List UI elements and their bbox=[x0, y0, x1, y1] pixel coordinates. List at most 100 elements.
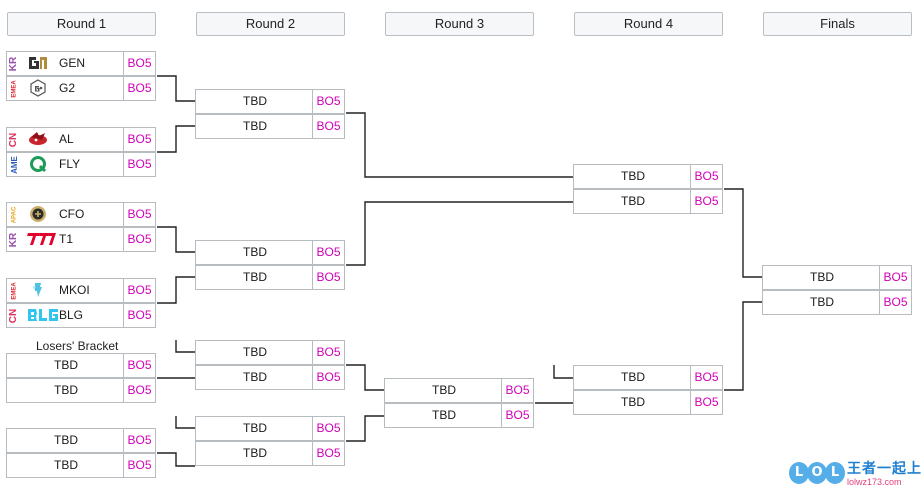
team-name: TBD bbox=[243, 370, 267, 384]
g2-logo-icon bbox=[27, 79, 49, 98]
team-name: BLG bbox=[59, 308, 84, 322]
series-format-badge: BO5 bbox=[123, 379, 155, 402]
series-format-badge: BO5 bbox=[123, 77, 155, 100]
round1-match1-slot2[interactable]: EMEA G2 BO5 bbox=[6, 76, 156, 101]
round1-match2-slot2[interactable]: AME FLY BO5 bbox=[6, 152, 156, 177]
round-header-finals: Finals bbox=[763, 12, 912, 36]
round1-match5-slot2[interactable]: TBD BO5 bbox=[6, 378, 156, 403]
connector-line-4 bbox=[157, 276, 195, 304]
series-format-badge: BO5 bbox=[501, 404, 533, 427]
series-format-badge: BO5 bbox=[123, 52, 155, 75]
connector-line-14 bbox=[553, 365, 573, 379]
team-name: FLY bbox=[59, 157, 81, 171]
team-name: TBD bbox=[243, 446, 267, 460]
series-format-badge: BO5 bbox=[690, 165, 722, 188]
team-name: TBD bbox=[810, 295, 834, 309]
round4-match2-slot2[interactable]: TBD BO5 bbox=[573, 390, 723, 415]
round1-match4-slot2[interactable]: CN BLG BO5 bbox=[6, 303, 156, 328]
watermark-letter-1: L bbox=[789, 462, 809, 484]
series-format-badge: BO5 bbox=[123, 153, 155, 176]
team-name: TBD bbox=[243, 421, 267, 435]
connector-line-16 bbox=[724, 301, 762, 391]
team-name: TBD bbox=[54, 458, 78, 472]
mkoi-logo-icon bbox=[27, 281, 49, 300]
series-format-badge: BO5 bbox=[312, 341, 344, 364]
series-format-badge: BO5 bbox=[123, 128, 155, 151]
watermark-letter-2: O bbox=[807, 462, 827, 484]
region-tag: CN bbox=[9, 304, 20, 327]
team-name: TBD bbox=[621, 169, 645, 183]
round1-match2-slot1[interactable]: CN AL BO5 bbox=[6, 127, 156, 152]
team-name: TBD bbox=[54, 383, 78, 397]
t1-logo-icon bbox=[27, 230, 56, 249]
round2-match3-slot2[interactable]: TBD BO5 bbox=[195, 365, 345, 390]
team-name: TBD bbox=[243, 94, 267, 108]
series-format-badge: BO5 bbox=[312, 266, 344, 289]
region-label: EMEA bbox=[11, 79, 18, 98]
series-format-badge: BO5 bbox=[123, 304, 155, 327]
connector-line-5 bbox=[175, 340, 195, 353]
team-name: TBD bbox=[621, 194, 645, 208]
team-name: TBD bbox=[54, 433, 78, 447]
series-format-badge: BO5 bbox=[312, 115, 344, 138]
connector-line-9 bbox=[346, 112, 573, 178]
round1-match3-slot1[interactable]: APAC CFO BO5 bbox=[6, 202, 156, 227]
region-label: AME bbox=[9, 155, 19, 174]
connector-line-11 bbox=[346, 364, 384, 391]
blg-logo-icon bbox=[27, 306, 58, 325]
al-logo-icon bbox=[27, 130, 49, 149]
team-name: CFO bbox=[59, 207, 85, 221]
round-header-1: Round 1 bbox=[7, 12, 156, 36]
round2-match4-slot2[interactable]: TBD BO5 bbox=[195, 441, 345, 466]
series-format-badge: BO5 bbox=[123, 429, 155, 452]
series-format-badge: BO5 bbox=[690, 391, 722, 414]
round4-match1-slot1[interactable]: TBD BO5 bbox=[573, 164, 723, 189]
region-tag: APAC bbox=[9, 203, 20, 226]
round1-match6-slot1[interactable]: TBD BO5 bbox=[6, 428, 156, 453]
team-name: G2 bbox=[59, 81, 76, 95]
series-format-badge: BO5 bbox=[879, 266, 911, 289]
team-name: AL bbox=[59, 132, 74, 146]
team-name: GEN bbox=[59, 56, 86, 70]
round5-match1-slot2[interactable]: TBD BO5 bbox=[762, 290, 912, 315]
round-header-3: Round 3 bbox=[385, 12, 534, 36]
round2-match1-slot1[interactable]: TBD BO5 bbox=[195, 89, 345, 114]
watermark-letter-3: L bbox=[825, 462, 845, 484]
series-format-badge: BO5 bbox=[312, 442, 344, 465]
series-format-badge: BO5 bbox=[312, 90, 344, 113]
series-format-badge: BO5 bbox=[690, 366, 722, 389]
watermark-url: lolwz173.com bbox=[847, 477, 902, 487]
cfo-logo-icon bbox=[27, 205, 49, 224]
round2-match2-slot2[interactable]: TBD BO5 bbox=[195, 265, 345, 290]
region-label: CN bbox=[8, 132, 20, 147]
series-format-badge: BO5 bbox=[123, 203, 155, 226]
team-name: TBD bbox=[243, 270, 267, 284]
series-format-badge: BO5 bbox=[312, 366, 344, 389]
region-label: KR bbox=[8, 56, 20, 71]
team-name: TBD bbox=[621, 395, 645, 409]
region-tag: KR bbox=[9, 52, 20, 75]
connector-line-2 bbox=[157, 125, 195, 153]
connector-line-10 bbox=[346, 201, 573, 266]
series-format-badge: BO5 bbox=[123, 228, 155, 251]
connector-line-7 bbox=[175, 416, 195, 429]
connector-line-1 bbox=[157, 75, 195, 102]
connector-line-15 bbox=[724, 188, 762, 278]
series-format-badge: BO5 bbox=[879, 291, 911, 314]
round1-match1-slot1[interactable]: KR GEN BO5 bbox=[6, 51, 156, 76]
